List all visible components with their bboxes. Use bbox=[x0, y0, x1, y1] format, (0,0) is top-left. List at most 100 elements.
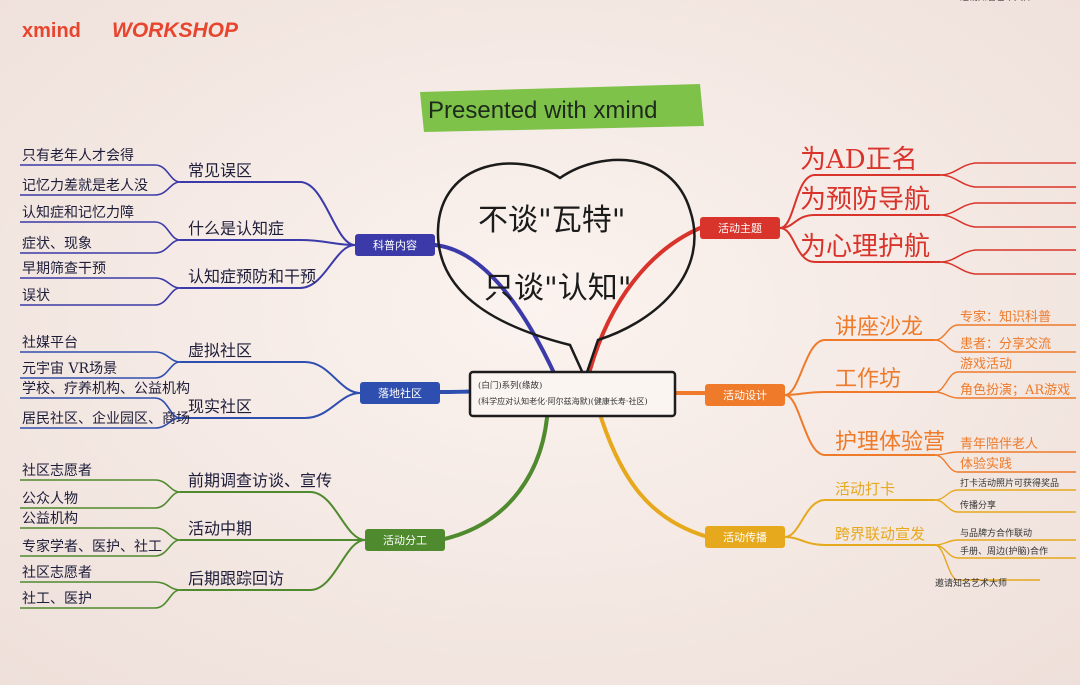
group-label-roles-1: 活动中期 bbox=[188, 519, 252, 538]
leaf-label-theme-0: 为AD正名 bbox=[800, 145, 918, 175]
leaf-label-science-0-0: 只有老年人才会得 bbox=[22, 147, 134, 164]
central-box bbox=[468, 370, 677, 418]
main-node-box-spread bbox=[705, 526, 785, 548]
leaf-line-spread-1-2 bbox=[934, 544, 1040, 581]
leaf-label-science-2-1: 误状 bbox=[22, 288, 50, 304]
group-line-science-2 bbox=[180, 244, 356, 289]
heart-line-2: 只谈"认知" bbox=[484, 271, 632, 306]
main-node-spread[interactable]: 活动传播 bbox=[705, 526, 785, 548]
leaf-line-theme-2 bbox=[779, 227, 940, 263]
group-label-design-0: 讲座沙龙 bbox=[835, 315, 923, 340]
leaf-label-spread-0-0: 打卡活动照片可获得奖品 bbox=[960, 477, 1059, 489]
main-node-label-venue: 落地社区 bbox=[378, 386, 422, 400]
leaf-label-spread-1-2: 邀请知名艺术大师 bbox=[960, 0, 1032, 3]
leaf-line-venue-0-1 bbox=[20, 361, 181, 379]
group-label-spread-0: 活动打卡 bbox=[835, 480, 895, 498]
group-line-venue-1 bbox=[180, 392, 361, 419]
banner: Presented with xmind bbox=[420, 84, 704, 132]
leaf-label-design-0-0: 专家：知识科普 bbox=[960, 309, 1051, 325]
leaf-label-roles-0-0: 社区志愿者 bbox=[22, 463, 92, 479]
leaf-label-design-1-0: 游戏活动 bbox=[960, 357, 1012, 372]
leaf-line-spread-0-0 bbox=[934, 489, 1076, 501]
heart-line-1: 不谈"瓦特" bbox=[478, 203, 626, 238]
leaf-label-roles-1-0: 公益机构 bbox=[22, 511, 78, 527]
branch-roles: 前期调查访谈、宣传社区志愿者公众人物活动中期公益机构专家学者、医护、社工后期跟踪… bbox=[20, 463, 366, 609]
leaf-line-theme-0 bbox=[779, 174, 940, 229]
main-node-science[interactable]: 科普内容 bbox=[355, 234, 435, 256]
banner-tape bbox=[420, 84, 704, 132]
leaf-line-science-2-0 bbox=[20, 277, 181, 289]
leaf-line-venue-1-0 bbox=[20, 397, 181, 419]
main-node-label-science: 科普内容 bbox=[373, 238, 417, 252]
workshop-label: WORKSHOP bbox=[112, 19, 239, 42]
connector-theme bbox=[588, 226, 702, 372]
leaf-line-design-0-1 bbox=[934, 339, 1076, 353]
main-node-box-design bbox=[705, 384, 785, 406]
leaf-label-venue-0-0: 社媒平台 bbox=[22, 335, 78, 351]
brand-header: xmind WORKSHOP bbox=[22, 19, 239, 42]
leaf-label-design-0-1: 患者：分享交流 bbox=[960, 336, 1051, 352]
main-node-theme[interactable]: 活动主题 bbox=[700, 217, 780, 239]
leaf-line-roles-0-0 bbox=[20, 479, 181, 493]
group-line-venue-0 bbox=[180, 361, 361, 394]
branch-design: 讲座沙龙专家：知识科普患者：分享交流工作坊游戏活动角色扮演；AR游戏护理体验营青… bbox=[784, 309, 1076, 473]
leaf-label-design-2-0: 青年陪伴老人 bbox=[960, 437, 1038, 452]
leaf-line-science-0-1 bbox=[20, 181, 181, 196]
leaf-line-science-1-1 bbox=[20, 239, 181, 254]
branch-layer: 常见误区只有老年人才会得记忆力差就是老人没什么是认知症认知症和记忆力障症状、现象… bbox=[20, 0, 1076, 609]
leaf-label-roles-1-1: 专家学者、医护、社工 bbox=[22, 538, 162, 555]
group-label-roles-0: 前期调查访谈、宣传 bbox=[188, 471, 332, 490]
leaf-line-design-0-0 bbox=[934, 324, 1076, 341]
leaf-label-science-1-0: 认知症和记忆力障 bbox=[22, 204, 134, 221]
leaf-label-roles-2-1: 社工、医护 bbox=[22, 591, 92, 607]
main-node-venue[interactable]: 落地社区 bbox=[360, 382, 440, 404]
group-line-design-0 bbox=[784, 339, 935, 396]
connector-spread bbox=[596, 406, 710, 539]
group-label-science-2: 认知症预防和干预 bbox=[188, 267, 316, 286]
sub-line-theme-1-b bbox=[939, 214, 1076, 228]
group-label-spread-1: 跨界联动宣发 bbox=[835, 525, 925, 543]
main-node-label-spread: 活动传播 bbox=[723, 530, 767, 544]
leaf-line-design-1-1 bbox=[934, 391, 1076, 399]
leaf-line-roles-1-0 bbox=[20, 527, 181, 541]
main-node-label-design: 活动设计 bbox=[723, 389, 767, 402]
main-node-label-roles: 活动分工 bbox=[383, 534, 427, 547]
leaf-label-venue-0-1: 元宇宙 VR场景 bbox=[22, 361, 117, 377]
leaf-line-roles-1-1 bbox=[20, 539, 181, 557]
leaf-label-science-2-0: 早期筛查干预 bbox=[22, 261, 106, 277]
group-line-spread-1 bbox=[784, 536, 935, 546]
group-line-roles-0 bbox=[180, 491, 366, 541]
leaf-label-roles-2-0: 社区志愿者 bbox=[22, 565, 92, 581]
group-label-science-0: 常见误区 bbox=[188, 161, 252, 180]
main-node-design[interactable]: 活动设计 bbox=[705, 384, 785, 406]
leaf-line-design-2-1 bbox=[934, 454, 1076, 473]
group-line-roles-2 bbox=[180, 539, 366, 591]
group-line-design-2 bbox=[784, 394, 935, 456]
leaf-label-design-2-1: 体验实践 bbox=[960, 456, 1012, 472]
group-label-venue-1: 现实社区 bbox=[188, 397, 252, 416]
leaf-label-science-1-1: 症状、现象 bbox=[22, 236, 92, 252]
leaf-label-venue-1-1: 居民社区、企业园区、商场 bbox=[22, 410, 190, 427]
leaf-line-spread-0-1 bbox=[934, 499, 1076, 513]
group-label-science-1: 什么是认知症 bbox=[188, 219, 284, 238]
sub-line-theme-2-b bbox=[939, 261, 1076, 275]
main-node-roles[interactable]: 活动分工 bbox=[365, 529, 445, 551]
group-label-roles-2: 后期跟踪回访 bbox=[188, 569, 284, 588]
xmind-logo: xmind bbox=[22, 20, 81, 42]
heart-doodle: 不谈"瓦特" 只谈"认知" bbox=[436, 158, 696, 382]
leaf-line-theme-1 bbox=[779, 214, 940, 229]
central-line-2: (科学应对认知老化·阿尔兹海默)(健康长寿·社区) bbox=[478, 396, 648, 406]
leaf-label-spread-1-0: 与品牌方合作联动 bbox=[960, 527, 1032, 539]
main-node-box-science bbox=[355, 234, 435, 256]
leaf-label-theme-1: 为预防导航 bbox=[800, 185, 930, 215]
leaf-label-design-1-1: 角色扮演；AR游戏 bbox=[960, 382, 1070, 398]
group-label-design-1: 工作坊 bbox=[835, 367, 901, 392]
leaf-line-roles-0-1 bbox=[20, 491, 181, 509]
leaf-line-science-0-0 bbox=[20, 164, 181, 183]
leaf-label-spread-1-1: 手册、周边(护脑)合作 bbox=[960, 545, 1048, 557]
leaf-line-venue-1-1 bbox=[20, 417, 181, 429]
banner-text: Presented with xmind bbox=[428, 97, 657, 124]
main-node-label-theme: 活动主题 bbox=[718, 222, 762, 235]
